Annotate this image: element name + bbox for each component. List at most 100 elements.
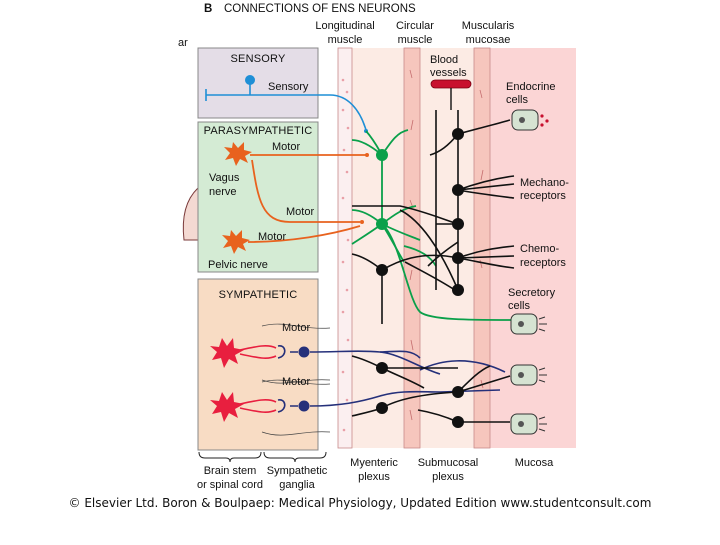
- blood-vessels-label-l1: Blood: [430, 54, 458, 66]
- sympathetic-postganglionic-2: [290, 389, 501, 407]
- longitudinal-muscle-band: [337, 47, 353, 449]
- secretory-output-1: [538, 316, 547, 332]
- tissue-layers: [337, 47, 576, 449]
- sympathetic-synapse-2: [277, 399, 286, 413]
- secretory-label-l1: Secretory: [508, 287, 556, 299]
- green-to-submucosal: [403, 245, 437, 267]
- blood-vessels-label-l2: vessels: [430, 67, 467, 79]
- column-header-longitudinal-l2: muscle: [328, 34, 363, 46]
- submucosal-neuron-3: [452, 218, 464, 230]
- partial-tissue-sliver: [182, 186, 199, 241]
- endocrine-cell: [511, 109, 549, 131]
- motor-symp1-label: Motor: [282, 322, 310, 334]
- bottom-brackets: [198, 451, 327, 463]
- secretory-output-3: [538, 416, 547, 432]
- pelvic-cell-body: [222, 230, 250, 254]
- secretory-nucleus-1: [518, 321, 524, 327]
- copyright-credit: © Elsevier Ltd. Boron & Boulpaep: Medica…: [68, 496, 652, 510]
- pelvic-label: Pelvic nerve: [208, 259, 268, 271]
- submucosal-label-l2: plexus: [432, 471, 464, 483]
- vagus-label-l1: Vagus: [209, 172, 240, 184]
- myenteric-neuron-1: [376, 264, 388, 276]
- sympathetic-ganglion-cell-1: [298, 346, 310, 358]
- ganglion-outline-1: [261, 323, 331, 384]
- vagus-label-l2: nerve: [209, 186, 237, 198]
- sensory-neuron: [205, 75, 368, 133]
- endocrine-label-l1: Endocrine: [506, 81, 556, 93]
- bracket-brain-stem: [198, 451, 262, 463]
- sympathetic-preganglionic-body-1: [210, 338, 244, 368]
- chemo-label-l1: Chemo-: [520, 243, 559, 255]
- column-header-circular: Circular muscle: [396, 20, 434, 46]
- figure-title: CONNECTIONS OF ENS NEURONS: [224, 3, 416, 15]
- brain-stem-label-l1: Brain stem: [204, 465, 257, 477]
- ens-black-cell-bodies: [376, 128, 464, 428]
- submucosal-neuron-4: [452, 252, 464, 264]
- sympathetic-branch-1: [379, 350, 421, 359]
- sensory-axon: [206, 94, 367, 131]
- mucosa-label: Mucosa: [515, 457, 554, 469]
- motor-vagus-label: Motor: [272, 141, 300, 153]
- endocrine-granule-2: [545, 119, 549, 123]
- secretory-cell-1: [510, 313, 547, 335]
- green-to-secretory: [381, 223, 513, 321]
- sympathetic-neuron-1: [210, 338, 441, 375]
- partial-left-label: ar: [178, 37, 188, 49]
- submucosal-label-l1: Submucosal: [418, 457, 479, 469]
- blood-vessel: [430, 79, 472, 110]
- vagus-neuron: [224, 142, 369, 224]
- sympathetic-preganglionic-body-2: [210, 392, 244, 422]
- sensory-box: [197, 47, 319, 119]
- symp-ganglia-label-l2: ganglia: [279, 479, 315, 491]
- motor-pelvic-label: Motor: [258, 231, 286, 243]
- ganglion-outline-2: [261, 379, 331, 436]
- sympathetic-box-title: SYMPATHETIC: [219, 289, 298, 301]
- sympathetic-preganglionic-axons-1: [239, 345, 277, 359]
- vagus-synapse-1: [365, 153, 369, 157]
- sensory-box-title: SENSORY: [231, 53, 286, 65]
- sympathetic-synapse-1: [277, 345, 286, 359]
- brain-stem-label-l2: or spinal cord: [197, 479, 263, 491]
- myenteric-neuron-2: [376, 362, 388, 374]
- vagus-axon-lower: [251, 159, 360, 223]
- chemo-label-l2: receptors: [520, 257, 566, 269]
- sympathetic-to-secretory: [419, 360, 506, 373]
- secretory-cell-3: [510, 413, 547, 435]
- endocrine-granule-1: [540, 114, 544, 118]
- mechano-label-l2: receptors: [520, 190, 566, 202]
- parasympathetic-box-title: PARASYMPATHETIC: [204, 125, 313, 137]
- vagus-cell-body: [224, 142, 252, 166]
- pelvic-axon: [247, 225, 361, 243]
- secretory-nucleus-2: [518, 372, 524, 378]
- column-header-circular-l1: Circular: [396, 20, 434, 32]
- endocrine-granule-3: [540, 123, 544, 127]
- submucosal-neuron-2: [452, 184, 464, 196]
- submucosal-neuron-5: [452, 284, 464, 296]
- sympathetic-ganglion-cell-2: [298, 400, 310, 412]
- symp-ganglia-label-l1: Sympathetic: [267, 465, 328, 477]
- myenteric-label-l2: plexus: [358, 471, 390, 483]
- sympathetic-box: [197, 278, 319, 451]
- panel-letter: B: [204, 3, 212, 15]
- ens-green-neurons: [351, 129, 513, 321]
- pelvic-neuron: [222, 225, 361, 254]
- motor-symp2-label: Motor: [282, 376, 310, 388]
- sensory-label: Sensory: [268, 81, 309, 93]
- submucosal-neuron-1: [452, 128, 464, 140]
- sympathetic-preganglionic-axons-2: [239, 399, 277, 413]
- submucosal-neuron-7: [452, 416, 464, 428]
- column-header-circular-l2: muscle: [398, 34, 433, 46]
- sympathetic-neuron-2: [210, 360, 506, 422]
- green-neuron-2-processes: [351, 205, 421, 263]
- secretory-nucleus-3: [518, 421, 524, 427]
- green-neuron-1: [376, 149, 388, 161]
- secretory-label-l2: cells: [508, 300, 531, 312]
- column-header-muscularis: Muscularis mucosae: [462, 20, 515, 46]
- parasympathetic-box: [197, 121, 319, 273]
- sensory-cell-body: [245, 75, 255, 85]
- column-header-muscularis-l2: mucosae: [466, 34, 511, 46]
- blood-vessel-icon: [430, 79, 472, 89]
- vagus-synapse-2: [360, 220, 364, 224]
